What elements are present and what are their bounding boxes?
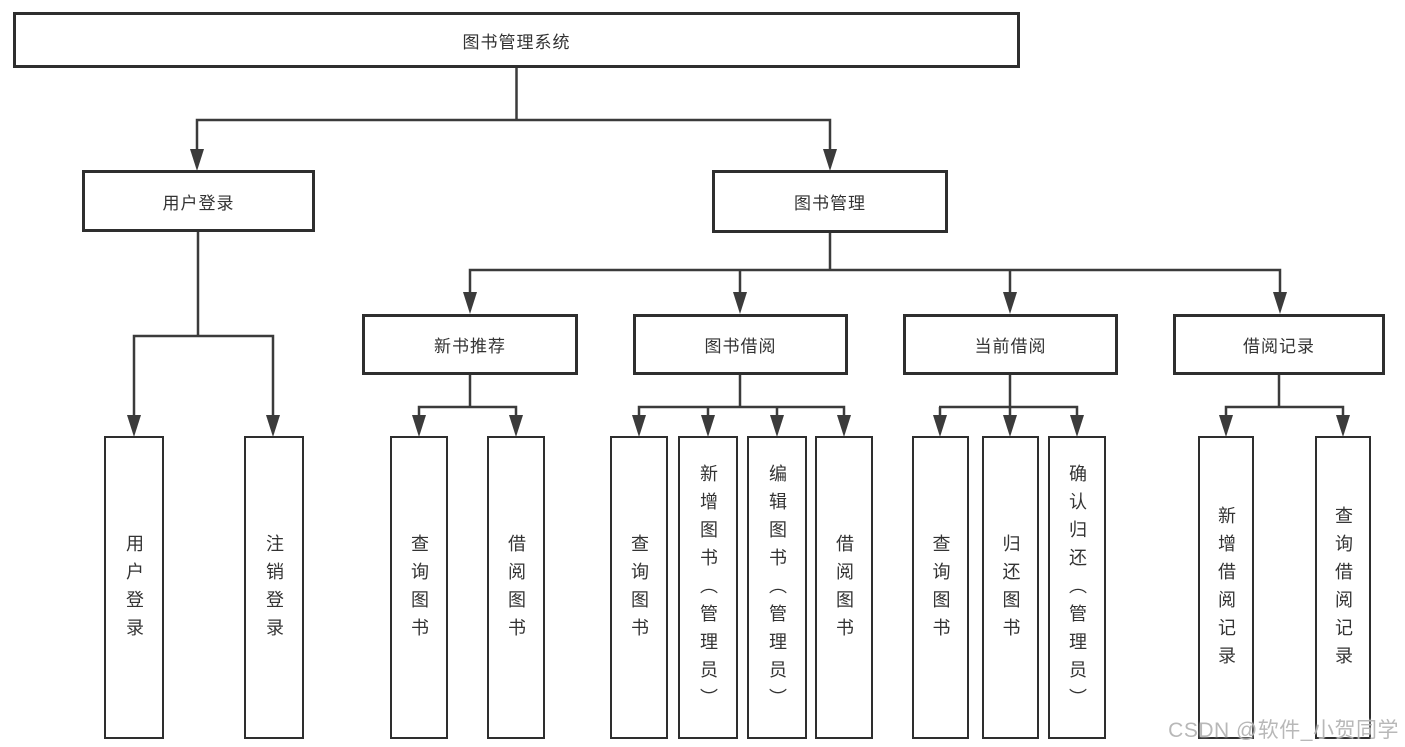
watermark: CSDN @软件_小贺同学 — [1168, 719, 1399, 742]
node-current-borrowing: 当前借阅 — [903, 314, 1118, 375]
node-library-management-system: 图书管理系统 — [13, 12, 1020, 68]
leaf-borrow-books-recommend: 借阅图书 — [487, 436, 545, 739]
leaf-query-books-recommend: 查询图书 — [390, 436, 448, 739]
leaf-confirm-return-admin: 确认归还（管理员） — [1048, 436, 1106, 739]
leaf-query-books-borrow: 查询图书 — [610, 436, 668, 739]
node-new-book-recommendation: 新书推荐 — [362, 314, 578, 375]
leaf-edit-books-admin: 编辑图书（管理员） — [747, 436, 807, 739]
node-user-login: 用户登录 — [82, 170, 315, 232]
node-borrowing-records: 借阅记录 — [1173, 314, 1385, 375]
leaf-borrow-books: 借阅图书 — [815, 436, 873, 739]
leaf-query-books-current: 查询图书 — [912, 436, 969, 739]
leaf-add-books-admin: 新增图书（管理员） — [678, 436, 738, 739]
leaf-query-borrow-record: 查询借阅记录 — [1315, 436, 1371, 739]
leaf-user-login: 用户登录 — [104, 436, 164, 739]
leaf-logout: 注销登录 — [244, 436, 304, 739]
node-book-management: 图书管理 — [712, 170, 948, 233]
leaf-add-borrow-record: 新增借阅记录 — [1198, 436, 1254, 739]
leaf-return-books: 归还图书 — [982, 436, 1039, 739]
node-book-borrowing: 图书借阅 — [633, 314, 848, 375]
